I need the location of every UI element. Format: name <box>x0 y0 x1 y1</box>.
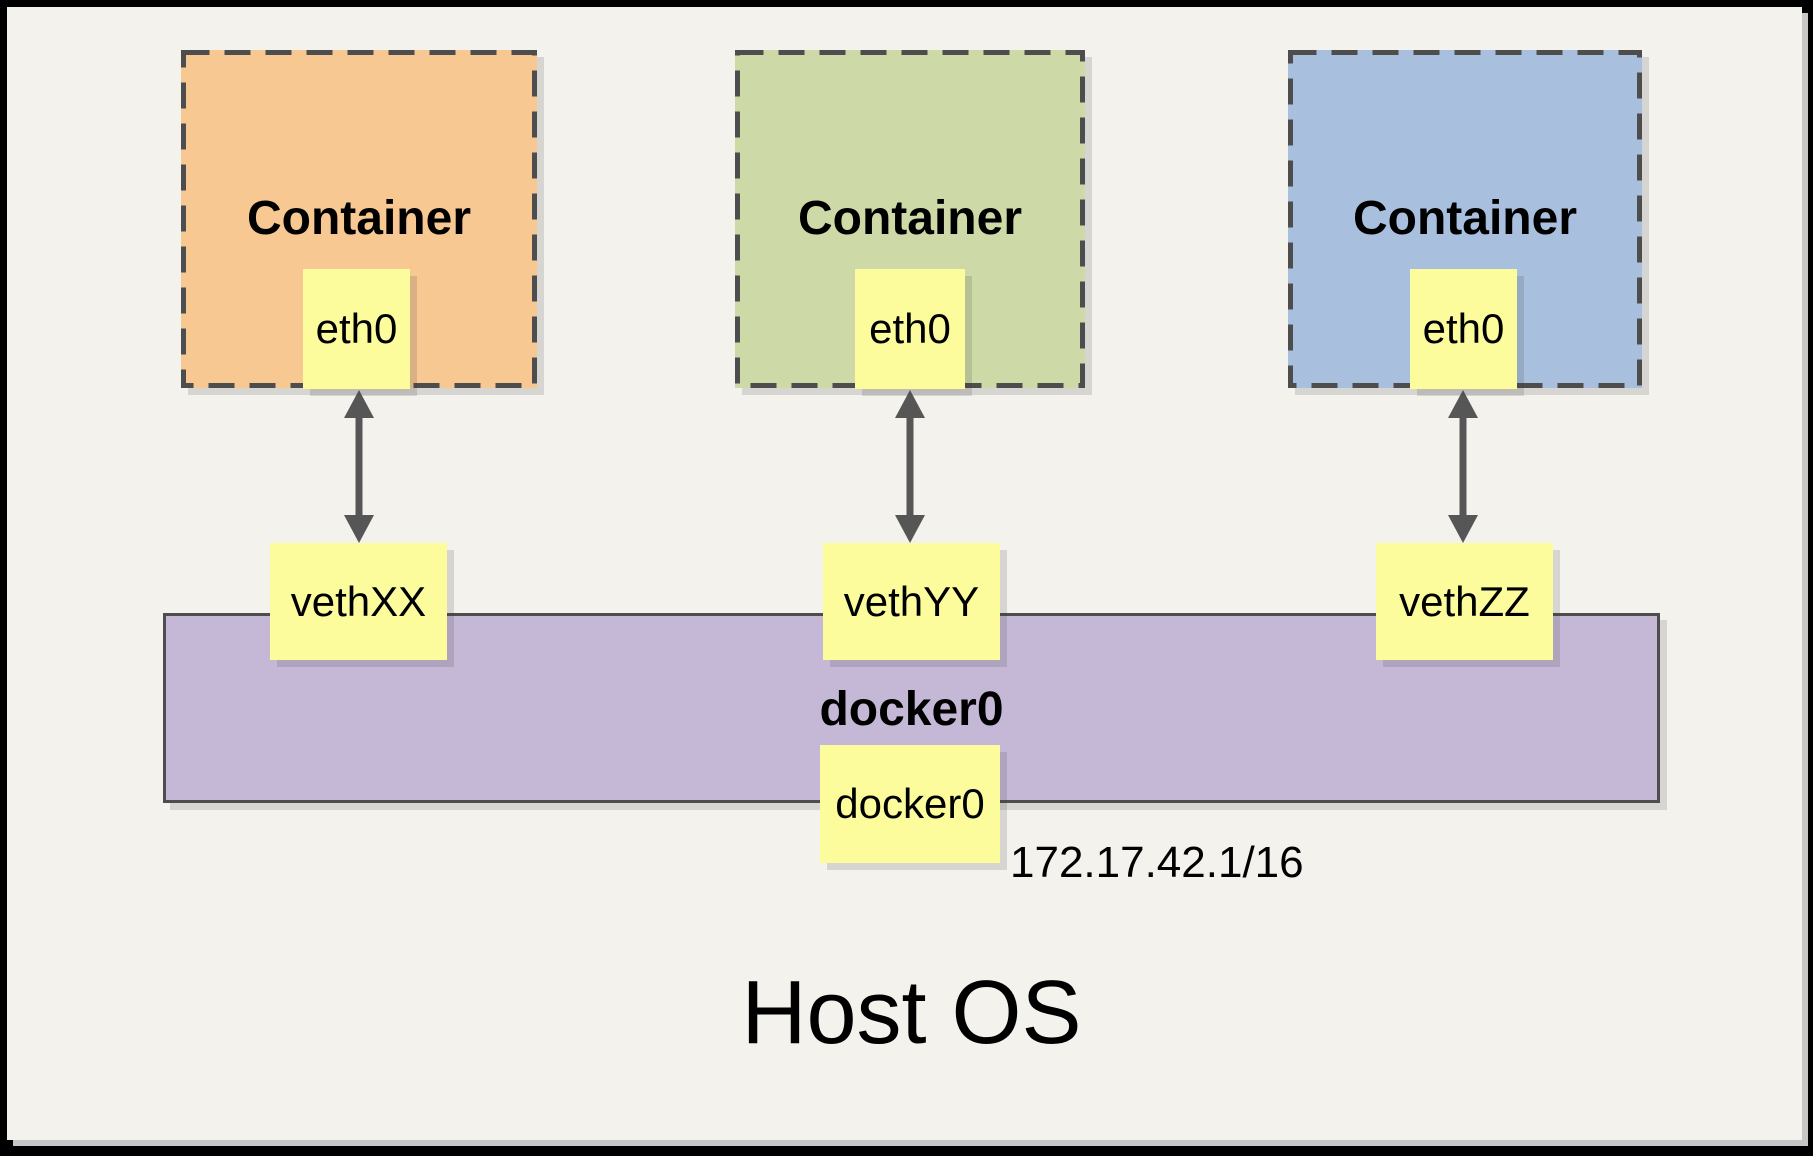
docker0-bridge-label: docker0 <box>819 683 1004 736</box>
veth-connection-arrow-1 <box>344 390 374 543</box>
host-os-canvas: Container Container Container eth0 eth0 … <box>7 7 1802 1140</box>
eth0-node-3: eth0 <box>1410 269 1517 389</box>
container-dashed-border <box>1288 50 1642 388</box>
vethyy-node: vethYY <box>823 543 1000 660</box>
veth-connection-arrow-3 <box>1448 390 1478 543</box>
veth-connection-arrow-2 <box>895 390 925 543</box>
subnet-annotation: 172.17.42.1/16 <box>1010 838 1304 887</box>
eth0-label: eth0 <box>315 305 398 352</box>
eth0-node-1: eth0 <box>303 269 410 389</box>
eth0-node-2: eth0 <box>855 269 965 389</box>
container-dashed-border <box>735 50 1085 388</box>
vethxx-node: vethXX <box>270 543 447 660</box>
docker0-interface-label: docker0 <box>835 780 985 827</box>
eth0-label: eth0 <box>1422 305 1505 352</box>
vethzz-node: vethZZ <box>1376 543 1553 660</box>
vethyy-label: vethYY <box>843 577 980 625</box>
container-label: Container <box>246 192 471 245</box>
vethzz-label: vethZZ <box>1399 577 1530 625</box>
docker0-interface-node: docker0 <box>820 745 1000 863</box>
container-label: Container <box>797 192 1022 245</box>
container-dashed-border <box>181 50 537 388</box>
container-label: Container <box>1352 192 1577 245</box>
host-os-title: Host OS <box>741 963 1082 1063</box>
eth0-label: eth0 <box>869 305 951 352</box>
vethxx-label: vethXX <box>290 577 427 625</box>
